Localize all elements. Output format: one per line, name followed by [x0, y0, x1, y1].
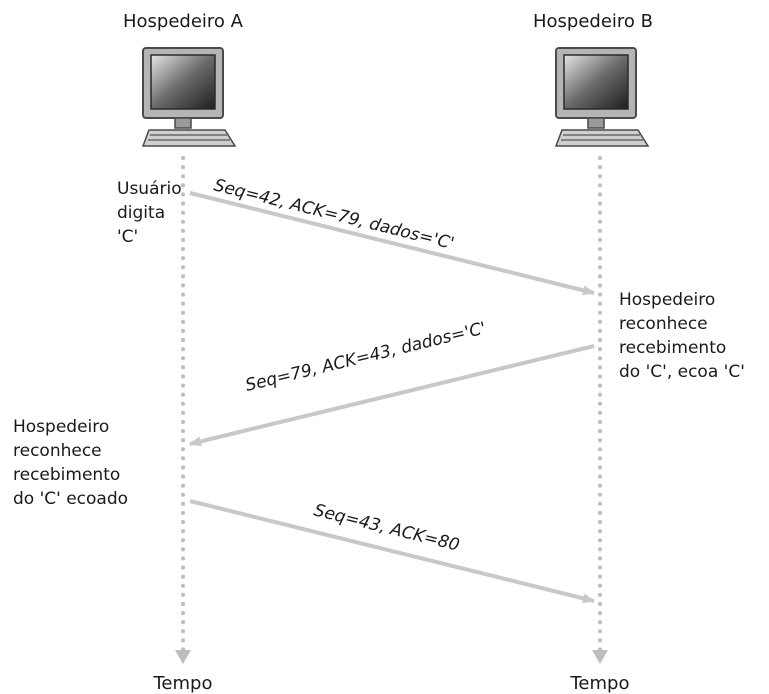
svg-text:reconhece: reconhece — [13, 441, 102, 461]
note-a-acknowledges: Hospedeiro reconhece recebimento do 'C' … — [13, 417, 128, 509]
svg-text:digita: digita — [117, 203, 165, 223]
svg-text:do 'C', ecoa 'C': do 'C', ecoa 'C' — [619, 362, 745, 382]
host-a-time-label: Tempo — [153, 673, 213, 694]
host-b-computer-icon — [554, 47, 650, 147]
host-a-time-arrow-icon — [175, 650, 191, 664]
host-a-title: Hospedeiro A — [123, 11, 244, 32]
note-a-user-types: Usuário digita 'C' — [117, 179, 182, 247]
note-line: do 'C', ecoa 'C' — [619, 362, 745, 382]
svg-text:do 'C' ecoado: do 'C' ecoado — [13, 489, 128, 509]
segment-arrow-1 — [189, 191, 595, 296]
svg-text:recebimento: recebimento — [619, 338, 726, 358]
note-b-acknowledges: Hospedeiro reconhece recebimento do 'C',… — [619, 290, 745, 382]
segment-label-2: Seq=79, ACK=43, dados='C' — [243, 318, 488, 395]
svg-text:reconhece: reconhece — [619, 314, 708, 334]
host-b-time-label: Tempo — [570, 673, 630, 694]
note-line: 'C' — [117, 227, 138, 247]
segment-label-1: Seq=42, ACK=79, dados='C' — [212, 175, 456, 254]
host-b-title: Hospedeiro B — [533, 11, 653, 32]
host-b-time-arrow-icon — [592, 650, 608, 664]
note-line: digita — [117, 203, 165, 223]
note-line: recebimento — [619, 338, 726, 358]
segment-label-3: Seq=43, ACK=80 — [312, 500, 462, 555]
svg-text:Usuário: Usuário — [117, 179, 182, 199]
svg-text:Hospedeiro: Hospedeiro — [619, 290, 715, 310]
note-line: reconhece — [13, 441, 102, 461]
svg-text:Hospedeiro: Hospedeiro — [13, 417, 109, 437]
segment-arrow-3 — [189, 499, 595, 604]
svg-text:'C': 'C' — [117, 227, 138, 247]
svg-text:recebimento: recebimento — [13, 465, 120, 485]
note-line: recebimento — [13, 465, 120, 485]
note-line: Hospedeiro — [619, 290, 715, 310]
note-line: Usuário — [117, 179, 182, 199]
segment-arrow-2 — [189, 344, 595, 447]
note-line: reconhece — [619, 314, 708, 334]
host-a-computer-icon — [141, 47, 237, 147]
note-line: Hospedeiro — [13, 417, 109, 437]
note-line: do 'C' ecoado — [13, 489, 128, 509]
